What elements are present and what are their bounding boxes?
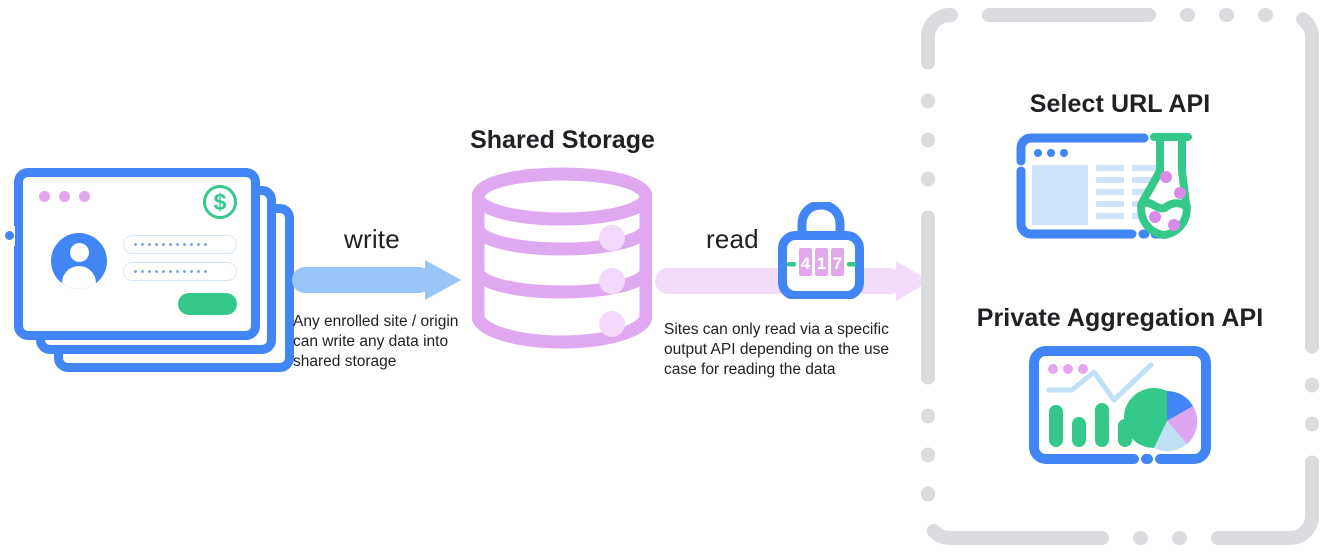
api-private-aggregation-title: Private Aggregation API xyxy=(976,304,1264,332)
api-select-url-title: Select URL API xyxy=(1029,90,1211,118)
user-avatar-icon xyxy=(51,233,107,289)
card-left-notch xyxy=(4,226,15,246)
password-field-2[interactable] xyxy=(123,262,237,281)
read-caption: Sites can only read via a specific outpu… xyxy=(664,321,889,378)
api-select-url: Select URL API xyxy=(921,90,1319,241)
write-caption: Any enrolled site / origin can write any… xyxy=(293,313,459,370)
browser-card-front: $ xyxy=(14,168,260,340)
submit-button[interactable] xyxy=(178,293,237,315)
window-dots-icon xyxy=(39,191,90,202)
password-field-1[interactable] xyxy=(123,235,237,254)
lock-digit-2: 1 xyxy=(817,254,826,273)
panel-dashed-border xyxy=(921,8,1319,545)
read-label: read xyxy=(706,224,759,254)
browser-window-with-charts-icon xyxy=(921,345,1319,471)
dollar-badge-icon: $ xyxy=(203,185,237,219)
lock-digit-3: 7 xyxy=(833,254,842,273)
combination-lock-icon: 4 1 7 xyxy=(778,200,864,300)
database-cylinder-icon xyxy=(471,166,653,350)
lock-digit-1: 4 xyxy=(801,254,811,273)
write-arrow-icon xyxy=(292,260,461,300)
api-private-aggregation: Private Aggregation API xyxy=(921,304,1319,471)
browser-window-with-flask-icon xyxy=(921,131,1319,241)
write-label: write xyxy=(344,224,400,254)
output-api-panel: Select URL API xyxy=(921,8,1319,545)
shared-storage-title: Shared Storage xyxy=(470,126,655,154)
browser-login-card-stack-icon: $ xyxy=(4,168,294,372)
